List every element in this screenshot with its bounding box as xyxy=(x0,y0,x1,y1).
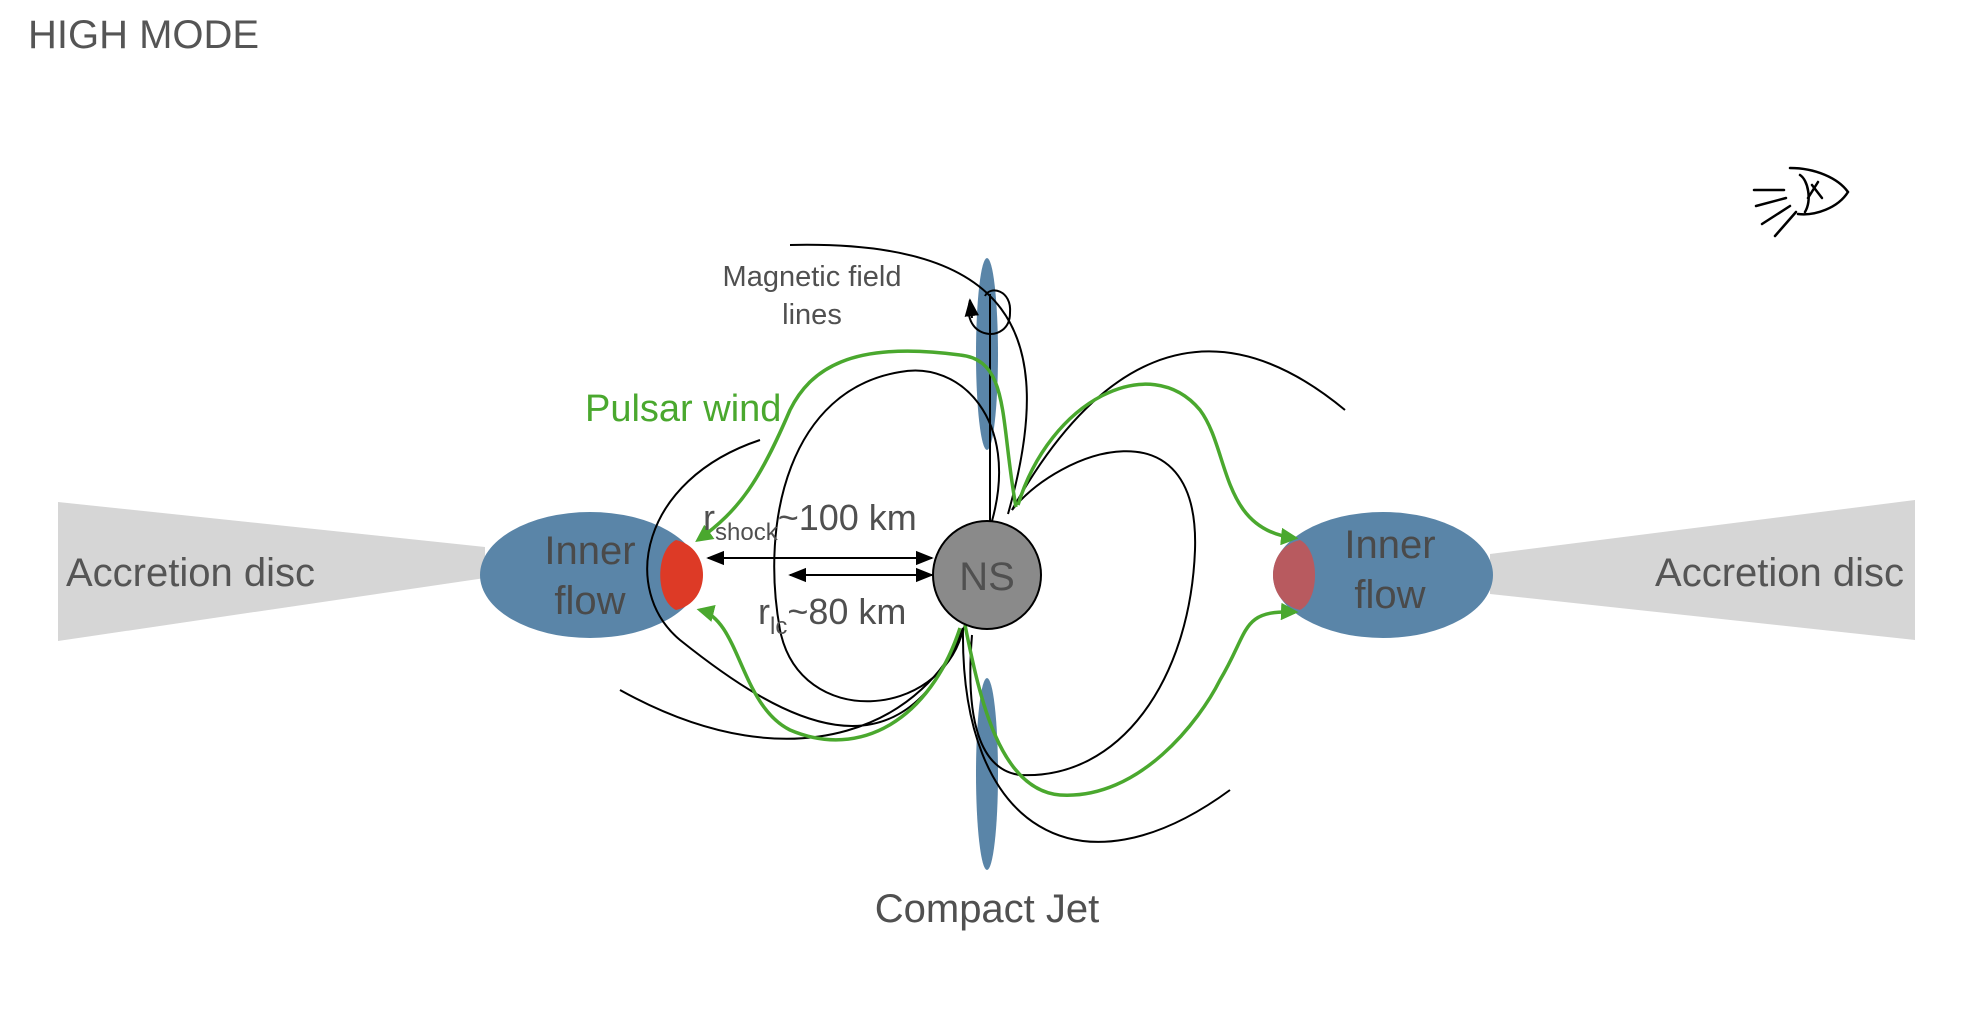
eye-icon xyxy=(1752,166,1850,238)
inner-flow-right-label-line2: flow xyxy=(1354,573,1425,617)
jet-lower xyxy=(976,678,998,870)
pulsar-wind-label: Pulsar wind xyxy=(585,388,781,430)
field-line xyxy=(773,369,1001,703)
accretion-disc-right xyxy=(1490,500,1915,640)
pulsar-wind-line xyxy=(695,349,1018,543)
field-line xyxy=(619,624,966,740)
r-shock-label: rshock~100 km xyxy=(703,497,917,546)
r-shock-subscript: shock xyxy=(715,519,779,546)
pulsar-wind-line xyxy=(1016,382,1299,546)
field-line xyxy=(969,450,1197,777)
jet-upper xyxy=(976,258,998,450)
r-lc-value: ~80 km xyxy=(787,591,906,632)
field-line xyxy=(1011,350,1346,511)
pulsar-wind-lines xyxy=(695,349,1299,797)
inner-flow-right xyxy=(1273,512,1493,638)
pulsar-wind-line xyxy=(696,604,962,742)
inner-flow-left xyxy=(480,512,700,638)
r-shock-symbol: r xyxy=(703,497,715,538)
inner-flow-left-label-line2: flow xyxy=(554,579,625,623)
rotation-arrow xyxy=(964,298,979,319)
accretion-disc-left-label: Accretion disc xyxy=(66,551,315,595)
field-line xyxy=(789,243,1028,515)
magnetic-field-label-line2: lines xyxy=(782,299,842,331)
r-lc-subscript: lc xyxy=(770,613,787,640)
magnetic-field-label-line1: Magnetic field xyxy=(723,261,902,293)
pulsar-wind-line xyxy=(963,602,1299,797)
field-line xyxy=(961,627,1231,843)
r-lc-symbol: r xyxy=(758,591,770,632)
shock-region-right xyxy=(1273,540,1315,610)
compact-jet-label: Compact Jet xyxy=(875,887,1100,931)
inner-flow-left-label-line1: Inner xyxy=(544,529,635,573)
r-lc-label: rlc~80 km xyxy=(758,591,906,640)
inner-flow-right-label-line1: Inner xyxy=(1344,523,1435,567)
rotation-loop xyxy=(967,289,1012,335)
r-shock-value: ~100 km xyxy=(778,497,917,538)
page-title: HIGH MODE xyxy=(28,13,259,57)
accretion-disc-right-label: Accretion disc xyxy=(1655,551,1904,595)
shock-region-left xyxy=(660,540,703,610)
field-line xyxy=(646,439,964,727)
accretion-disc-left xyxy=(58,502,485,641)
neutron-star-label: NS xyxy=(959,555,1015,599)
